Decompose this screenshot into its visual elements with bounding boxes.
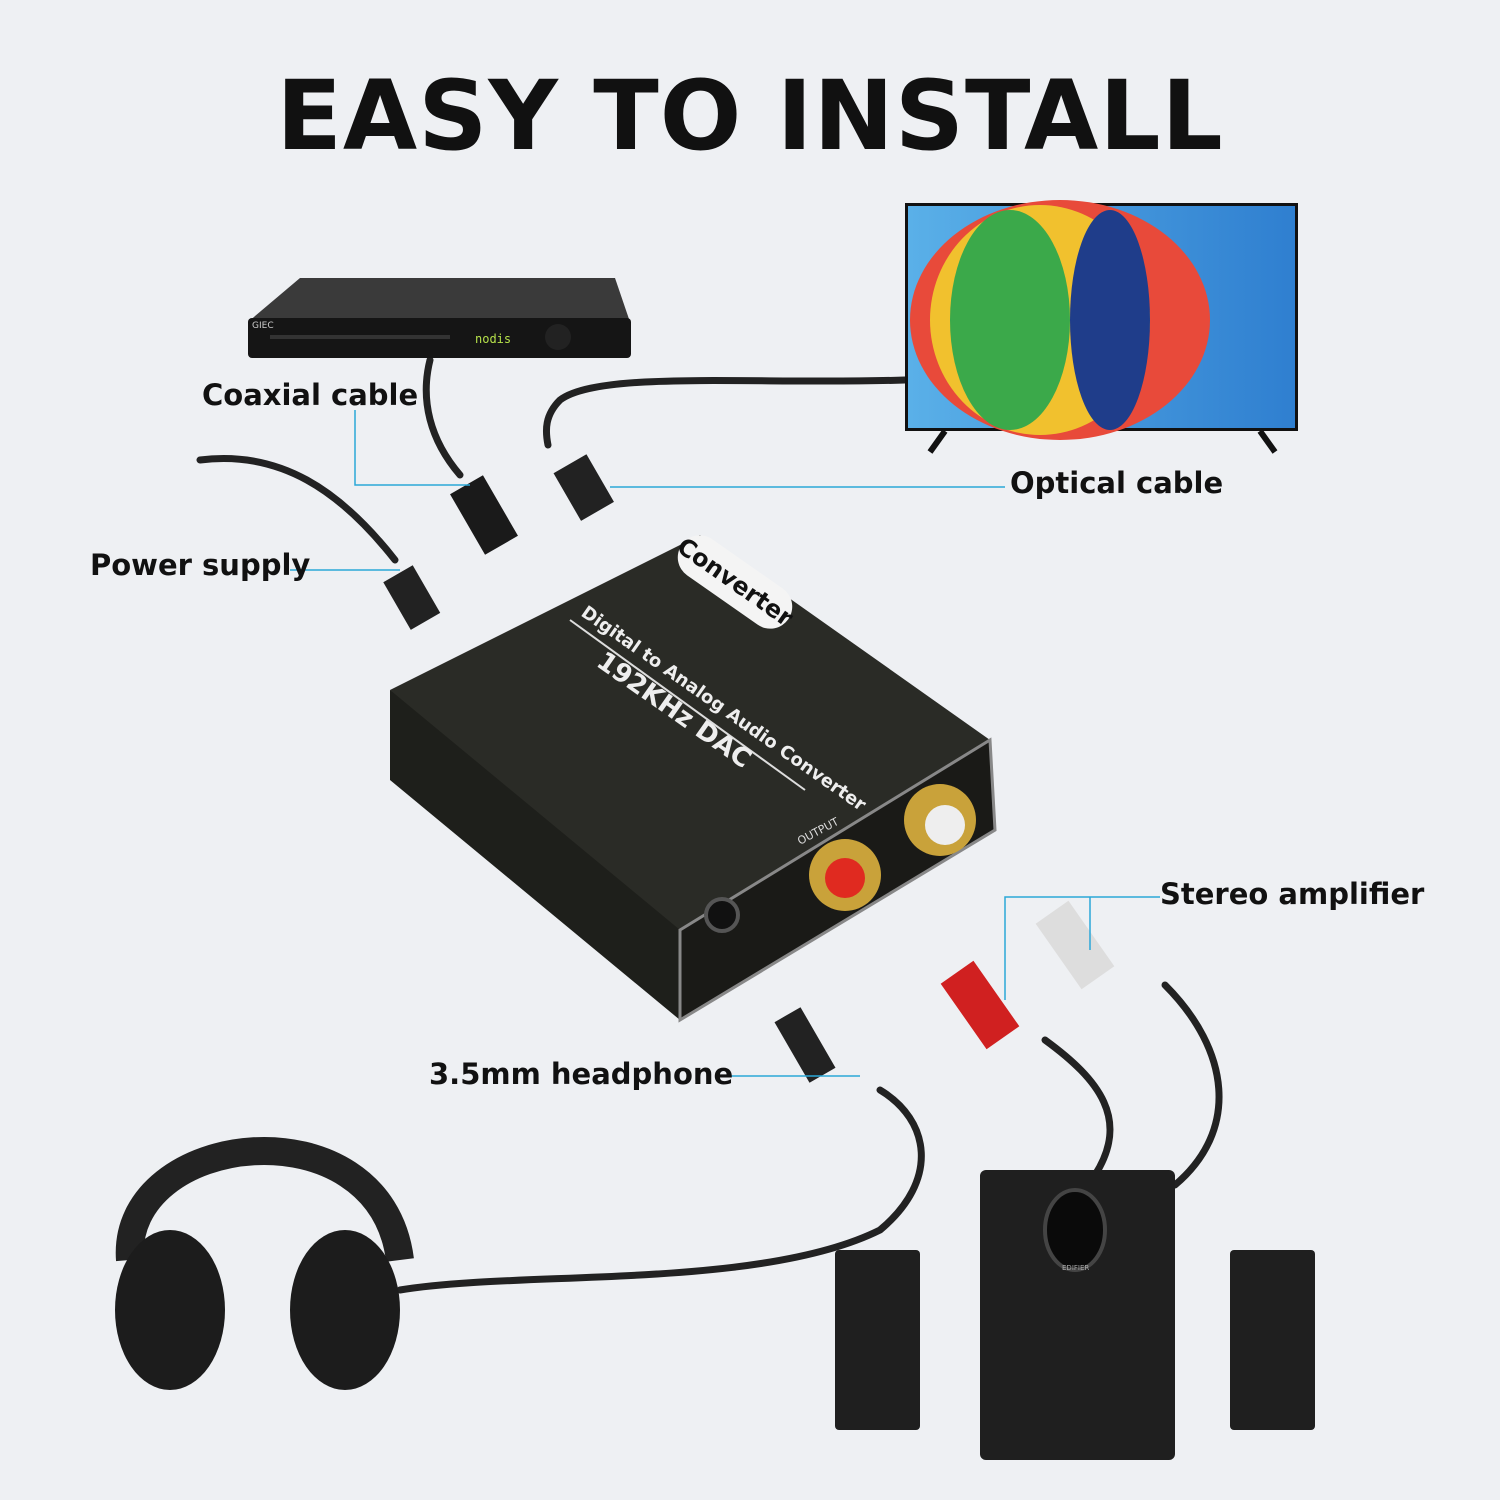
label-headphone: 3.5mm headphone bbox=[429, 1057, 734, 1091]
label-power-supply: Power supply bbox=[90, 548, 311, 582]
cables bbox=[196, 356, 1223, 1294]
leader-lines bbox=[290, 410, 1160, 1077]
player-brand: GIEC bbox=[252, 321, 274, 331]
page-title: EASY TO INSTALL bbox=[276, 60, 1224, 172]
label-optical-cable: Optical cable bbox=[1010, 466, 1224, 500]
dac-converter-device: Converter Digital to Analog Audio Conver… bbox=[390, 532, 997, 1023]
speakers-illustration: EDIFIER bbox=[835, 1170, 1315, 1460]
tv-illustration bbox=[905, 200, 1298, 454]
bluray-player-illustration: GIEC nodis bbox=[248, 278, 631, 358]
headphone-jack bbox=[704, 897, 740, 933]
headphones-illustration bbox=[115, 1137, 414, 1390]
label-coaxial-cable: Coaxial cable bbox=[202, 378, 419, 412]
label-stereo-amplifier: Stereo amplifier bbox=[1160, 877, 1425, 911]
player-display: nodis bbox=[475, 332, 511, 346]
plugs bbox=[383, 454, 1115, 1083]
subwoofer-brand: EDIFIER bbox=[1062, 1264, 1089, 1272]
